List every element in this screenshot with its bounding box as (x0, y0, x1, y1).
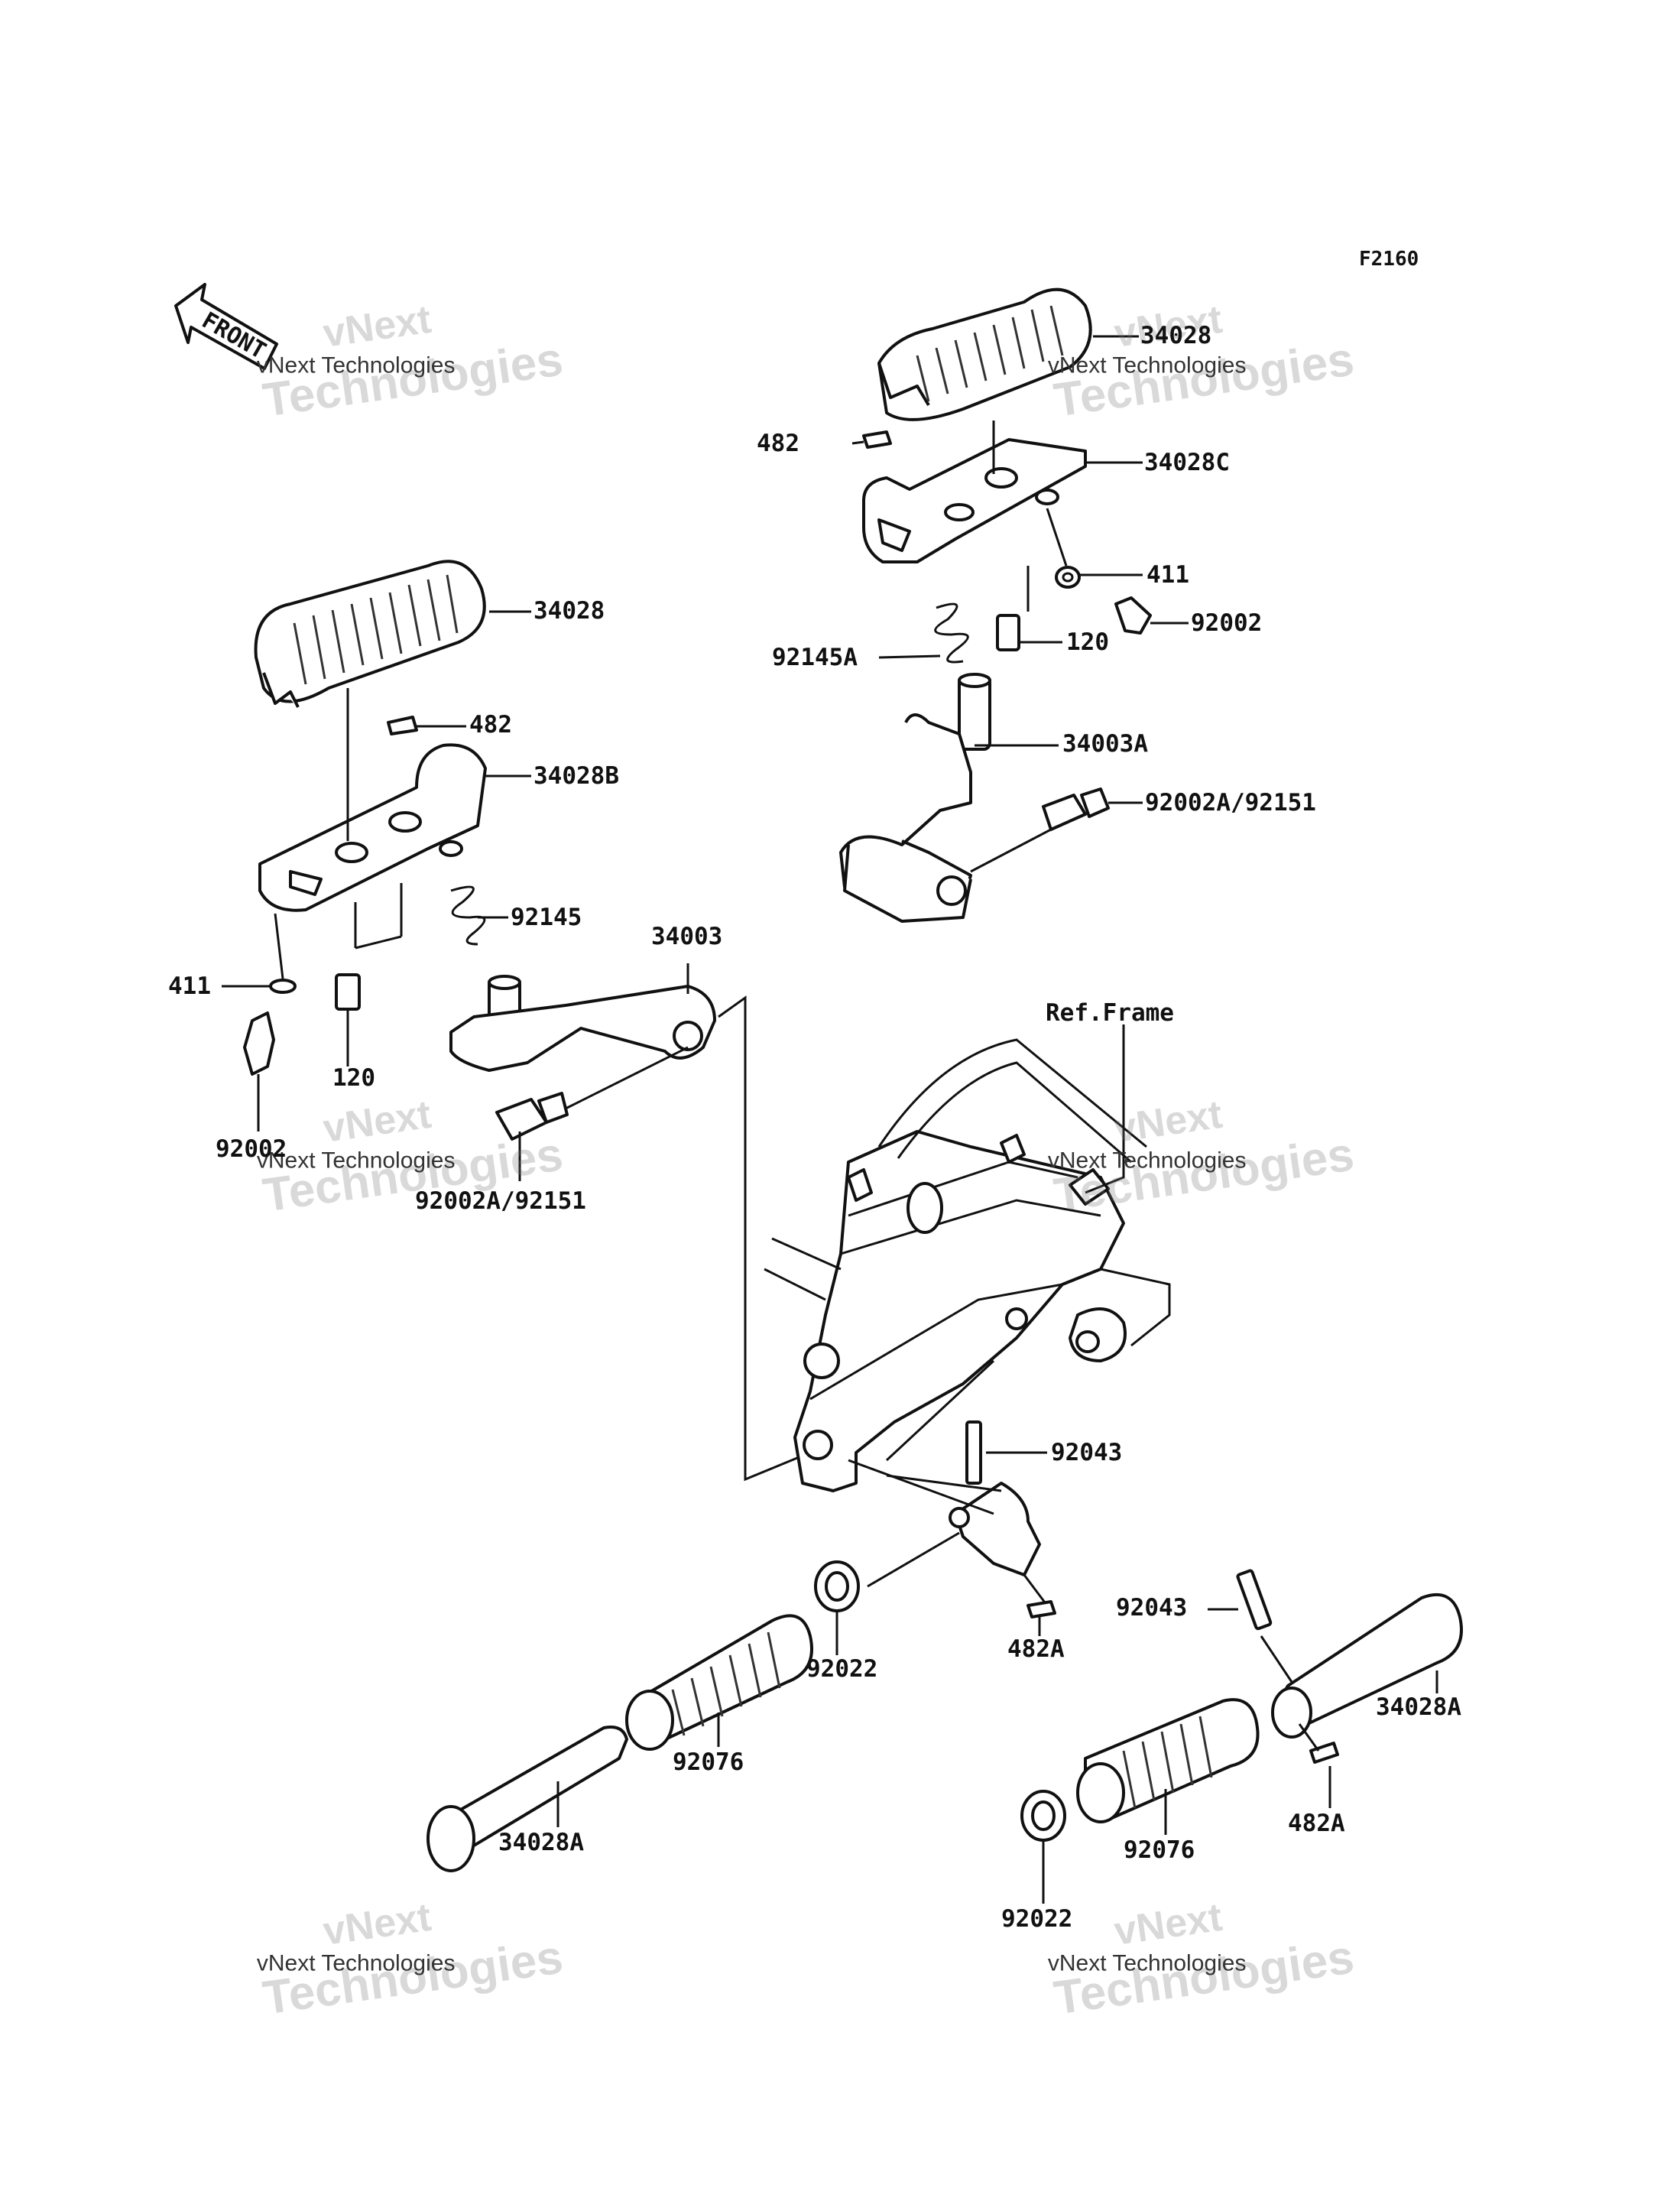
part-label: 34028C (1144, 449, 1230, 476)
part-label: 92043 (1116, 1594, 1188, 1622)
part-label: 92076 (673, 1748, 744, 1776)
passenger-peg-right (1020, 1569, 1463, 1904)
part-label: 482A (1007, 1635, 1065, 1663)
part-label: 34003 (651, 923, 723, 950)
passenger-peg-left (426, 1560, 1056, 1872)
part-label: 482 (469, 711, 512, 739)
part-label: 34028 (534, 597, 605, 625)
part-label: 120 (1066, 628, 1109, 656)
part-label: 92002A/92151 (1145, 789, 1316, 817)
part-label: 92043 (1051, 1439, 1123, 1466)
part-label: 92002A/92151 (415, 1187, 586, 1215)
footpeg-assembly-top-right (839, 287, 1189, 923)
part-label: 92145 (511, 904, 582, 931)
part-label: 92022 (806, 1655, 878, 1683)
part-label: 482 (757, 430, 799, 457)
part-label: 411 (168, 972, 211, 1000)
footpeg-assembly-left (222, 560, 811, 1482)
part-label: 92002 (216, 1135, 287, 1163)
ref-frame (764, 1024, 1171, 1606)
part-label: 34028 (1140, 322, 1212, 349)
part-label: 92145A (772, 644, 858, 671)
figure-code: F2160 (1359, 248, 1419, 271)
part-label: 34028A (1376, 1693, 1461, 1721)
part-label: Ref.Frame (1046, 999, 1174, 1027)
part-label: 411 (1146, 561, 1189, 589)
part-label: 92022 (1001, 1905, 1073, 1933)
part-label: 34028B (534, 762, 619, 790)
part-label: 34003A (1062, 730, 1148, 758)
part-label: 120 (332, 1064, 375, 1092)
part-label: 482A (1288, 1810, 1345, 1837)
part-label: 92002 (1191, 609, 1263, 637)
part-label: 34028A (498, 1829, 584, 1856)
part-label: 92076 (1124, 1836, 1195, 1864)
